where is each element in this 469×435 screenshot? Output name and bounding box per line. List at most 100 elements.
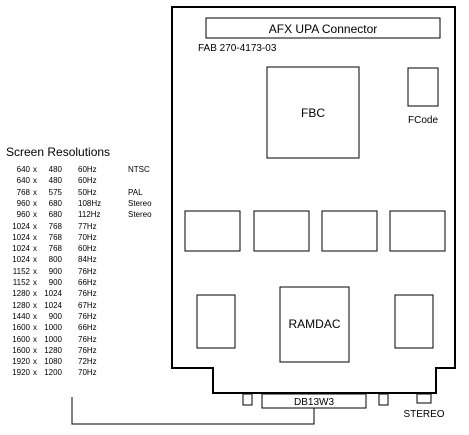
res-width: 1024 <box>12 232 30 242</box>
board-outline <box>171 6 456 394</box>
res-width: 1024 <box>12 244 30 254</box>
res-times: x <box>33 289 37 299</box>
res-times: x <box>33 368 37 378</box>
res-note: NTSC <box>128 165 150 174</box>
res-width: 1152 <box>12 266 30 276</box>
resolutions-title: Screen Resolutions <box>6 145 111 159</box>
res-height: 768 <box>48 232 62 242</box>
res-height: 900 <box>48 266 62 276</box>
db13w3-label: DB13W3 <box>293 397 334 408</box>
res-note: Stereo <box>128 210 152 220</box>
fcode-label: FCode <box>407 115 438 126</box>
res-times: x <box>33 232 37 242</box>
res-note: Stereo <box>128 198 152 208</box>
res-height: 768 <box>48 244 62 254</box>
res-height: 768 <box>48 221 62 231</box>
db13w3-post-left <box>242 393 253 406</box>
res-width: 1600 <box>12 323 30 333</box>
res-height: 900 <box>48 311 62 321</box>
memory-chip-2 <box>253 210 310 252</box>
res-times: x <box>33 266 37 276</box>
res-times: x <box>33 323 37 333</box>
fcode-chip <box>407 67 439 107</box>
res-width: 960 <box>16 198 30 208</box>
res-width: 1440 <box>12 311 30 321</box>
memory-chip-1 <box>184 210 241 252</box>
res-times: x <box>33 357 37 367</box>
stereo-label: STEREO <box>403 409 445 420</box>
res-times: x <box>33 311 37 321</box>
res-height: 900 <box>48 278 62 287</box>
res-height: 1200 <box>44 368 62 378</box>
res-height: 1024 <box>44 289 62 299</box>
res-refresh-rate: 60Hz <box>78 244 97 254</box>
res-width: 1280 <box>12 289 30 299</box>
upa-connector-box <box>205 17 441 39</box>
res-height: 680 <box>48 210 62 220</box>
res-refresh-rate: 77Hz <box>78 221 97 231</box>
res-refresh-rate: 76Hz <box>78 289 97 299</box>
res-width: 1600 <box>12 334 30 344</box>
res-width: 1920 <box>12 357 30 367</box>
res-height: 1080 <box>44 357 62 367</box>
fbc-label: FBC <box>301 106 325 120</box>
res-times: x <box>33 300 37 310</box>
res-height: 1280 <box>44 345 62 355</box>
res-times: x <box>33 334 37 344</box>
res-width: 640 <box>16 176 30 186</box>
res-width: 1024 <box>12 221 30 231</box>
res-height: 1024 <box>44 300 62 310</box>
ramdac-chip <box>279 286 350 363</box>
res-refresh-rate: 66Hz <box>78 278 97 287</box>
res-width: 1152 <box>12 278 30 287</box>
res-height: 1000 <box>44 323 62 333</box>
res-refresh-rate: 70Hz <box>78 368 97 378</box>
upa-connector-label: AFX UPA Connector <box>268 22 378 36</box>
res-refresh-rate: 108Hz <box>78 198 102 208</box>
ramdac-label: RAMDAC <box>288 317 341 331</box>
fbc-chip <box>266 66 360 159</box>
res-refresh-rate: 70Hz <box>78 232 97 242</box>
res-width: 1600 <box>12 345 30 355</box>
memory-chip-4 <box>389 210 446 252</box>
res-width: 960 <box>16 210 30 220</box>
res-times: x <box>33 210 37 220</box>
res-width: 768 <box>16 187 30 197</box>
res-height: 800 <box>48 255 62 265</box>
res-height: 1000 <box>44 334 62 344</box>
res-refresh-rate: 50Hz <box>78 187 97 197</box>
res-height: 680 <box>48 198 62 208</box>
res-refresh-rate: 60Hz <box>78 165 97 174</box>
res-times: x <box>33 345 37 355</box>
res-refresh-rate: 76Hz <box>78 311 97 321</box>
res-refresh-rate: 67Hz <box>78 300 97 310</box>
res-refresh-rate: 76Hz <box>78 345 97 355</box>
res-refresh-rate: 60Hz <box>78 176 97 186</box>
res-width: 1280 <box>12 300 30 310</box>
stereo-connector <box>416 393 432 404</box>
res-height: 575 <box>48 187 62 197</box>
right-lower-chip <box>394 294 434 349</box>
res-width: 640 <box>16 165 30 174</box>
memory-chip-3 <box>321 210 378 252</box>
res-height: 480 <box>48 176 62 186</box>
res-refresh-rate: 84Hz <box>78 255 97 265</box>
res-height: 480 <box>48 165 62 174</box>
res-note: PAL <box>128 187 143 197</box>
res-times: x <box>33 198 37 208</box>
db13w3-post-right <box>378 393 389 406</box>
left-lower-chip <box>196 294 236 349</box>
res-times: x <box>33 187 37 197</box>
res-times: x <box>33 176 37 186</box>
res-times: x <box>33 244 37 254</box>
res-refresh-rate: 72Hz <box>78 357 97 367</box>
res-times: x <box>33 165 37 174</box>
fab-number: FAB 270-4173-03 <box>198 43 277 54</box>
res-refresh-rate: 66Hz <box>78 323 97 333</box>
res-width: 1024 <box>12 255 30 265</box>
res-times: x <box>33 255 37 265</box>
res-refresh-rate: 76Hz <box>78 334 97 344</box>
res-width: 1920 <box>12 368 30 378</box>
